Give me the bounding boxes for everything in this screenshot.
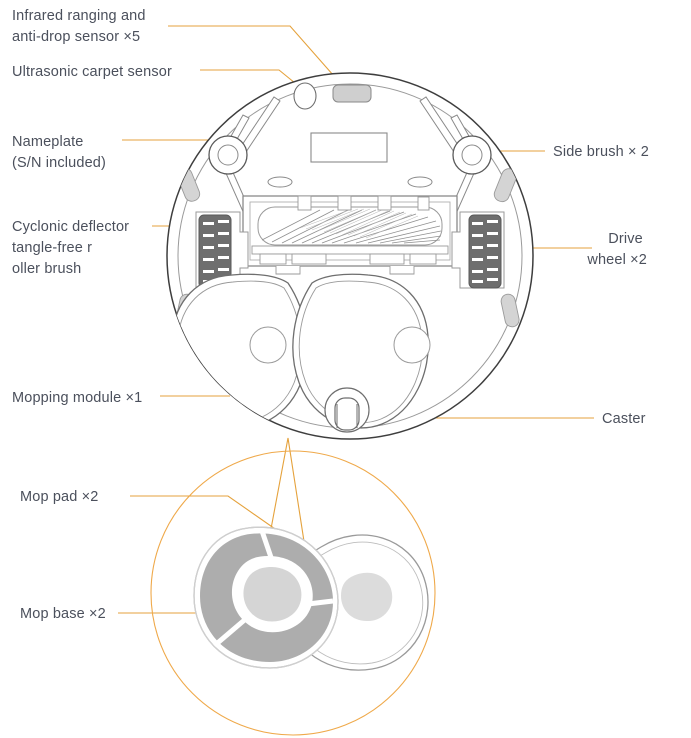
label-drive-wheel-line-1: Drive (608, 231, 643, 247)
label-drive-wheel-line-2: wheel ×2 (586, 252, 647, 268)
roller-brush-assembly (242, 195, 458, 275)
label-side-brush: Side brush × 2 (553, 144, 649, 160)
mop-pad-right (292, 273, 429, 429)
drive-wheel-right-tyre (468, 214, 502, 289)
detail-mop-base (193, 526, 339, 669)
label-nameplate-line-2: (S/N included) (12, 155, 106, 171)
side-brush-right-hub-inner (461, 144, 483, 166)
ultrasonic-carpet-sensor (293, 82, 317, 110)
label-mopping-module: Mopping module ×1 (12, 390, 142, 406)
label-ultrasonic-sensor-line-1: Ultrasonic carpet sensor (12, 64, 172, 80)
vent-oval-right (407, 176, 433, 188)
label-roller-brush: Cyclonic deflector tangle-free r oller b… (12, 219, 133, 277)
callout-labels: Infrared ranging and anti-drop sensor ×5… (12, 8, 649, 622)
label-mop-base-line-1: Mop base ×2 (20, 606, 106, 622)
roller-brush-clips (259, 253, 437, 265)
vent-oval-left (267, 176, 293, 188)
mop-pad-left (171, 273, 308, 429)
label-mop-pad-line-1: Mop pad ×2 (20, 489, 99, 505)
label-infrared-sensor: Infrared ranging and anti-drop sensor ×5 (12, 8, 150, 45)
label-infrared-sensor-line-2: anti-drop sensor ×5 (12, 29, 140, 45)
roller-brush-drum (257, 206, 443, 246)
mop-pad-right-hub (393, 326, 431, 364)
robot-body (166, 72, 534, 440)
bumper-pad-right-lower (500, 293, 520, 328)
label-side-brush-line-1: Side brush × 2 (553, 144, 649, 160)
magnifier-circle (150, 450, 436, 736)
nameplate (310, 132, 388, 163)
mop-pad-right-rim (298, 280, 423, 423)
label-mop-base: Mop base ×2 (20, 606, 106, 622)
mop-pad-left-hub (249, 326, 287, 364)
label-nameplate: Nameplate (S/N included) (12, 134, 106, 171)
detail-mop-base-outline-overlay (193, 526, 339, 669)
label-mop-pad: Mop pad ×2 (20, 489, 99, 505)
label-roller-brush-line-1: Cyclonic deflector (12, 219, 129, 235)
label-nameplate-line-1: Nameplate (12, 134, 83, 150)
mop-assembly-detail (193, 526, 429, 671)
mopping-module (171, 273, 431, 429)
roller-brush-suction-lip-2 (389, 266, 415, 275)
side-brush-left-hub-inner (217, 144, 239, 166)
label-drive-wheel: Drive wheel ×2 (586, 231, 647, 268)
detail-mop-base-center-blob (243, 567, 302, 622)
detail-mop-pad-center-blob (341, 572, 393, 622)
drive-wheel-right-treads (472, 220, 498, 283)
caster-roller (334, 397, 360, 431)
caster-wheel (324, 387, 370, 433)
leader-line-infrared-sensor (168, 25, 349, 93)
label-ultrasonic-sensor: Ultrasonic carpet sensor (12, 64, 172, 80)
label-caster-line-1: Caster (602, 411, 646, 427)
roller-brush-baseplate (251, 245, 449, 255)
drive-wheel-left (195, 211, 249, 289)
roller-brush-hatch (299, 208, 419, 239)
roller-brush-crossbars (297, 195, 430, 211)
infrared-ranging-sensor (332, 84, 372, 103)
label-roller-brush-line-2: tangle-free r (12, 240, 92, 256)
label-infrared-sensor-line-1: Infrared ranging and (12, 8, 146, 24)
roller-brush-bristles (261, 209, 442, 244)
roller-brush-suction-lip (275, 266, 301, 275)
label-mopping-module-line-1: Mopping module ×1 (12, 390, 142, 406)
label-roller-brush-line-3: oller brush (12, 261, 81, 277)
label-caster: Caster (602, 411, 646, 427)
drive-wheel-right (451, 211, 505, 289)
